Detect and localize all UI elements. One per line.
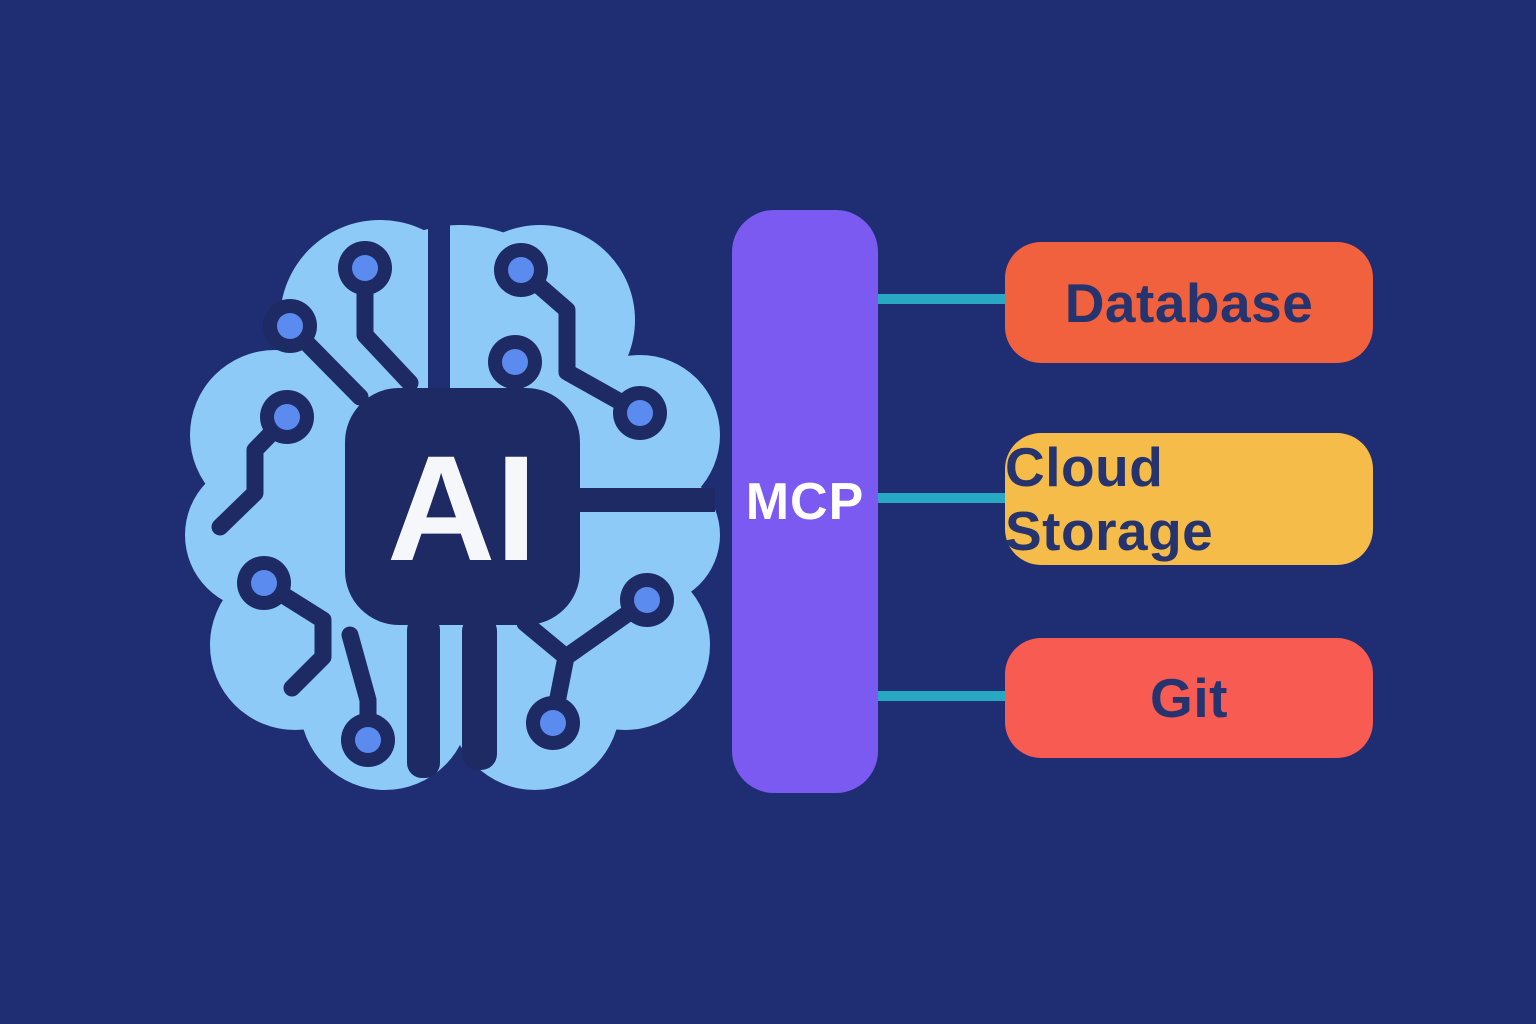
connector-line-cloud-storage bbox=[878, 493, 1006, 503]
ai-chip bbox=[345, 388, 580, 625]
node-git-label: Git bbox=[1150, 667, 1228, 729]
connector-line-git bbox=[878, 691, 1006, 701]
node-cloud-storage: Cloud Storage bbox=[1005, 433, 1373, 565]
brain-stem-channels bbox=[407, 488, 715, 778]
node-database: Database bbox=[1005, 242, 1373, 363]
node-git: Git bbox=[1005, 638, 1373, 758]
brain-grooves bbox=[428, 205, 450, 400]
ai-brain-icon: AI bbox=[185, 205, 720, 790]
mcp-hub-label: MCP bbox=[745, 472, 865, 531]
node-cloud-storage-label: Cloud Storage bbox=[1005, 436, 1214, 562]
ai-chip-label: AI bbox=[387, 424, 537, 592]
mcp-hub-bar: MCP bbox=[732, 210, 878, 793]
node-database-label: Database bbox=[1064, 271, 1314, 334]
connector-line-database bbox=[878, 294, 1006, 304]
circuit-nodes bbox=[237, 241, 674, 767]
